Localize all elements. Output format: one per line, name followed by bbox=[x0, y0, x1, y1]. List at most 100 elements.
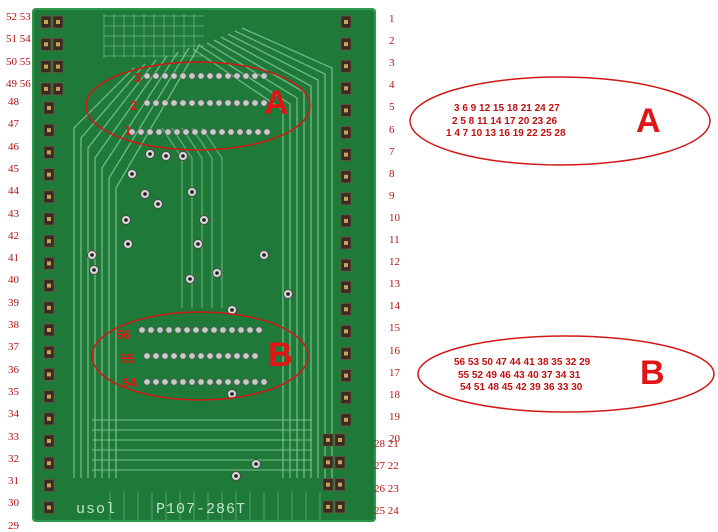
via-hole bbox=[196, 242, 200, 246]
pin-header bbox=[338, 482, 342, 487]
group-b-legend-ellipse bbox=[417, 335, 715, 413]
pin-label-left-pair: 52 53 bbox=[6, 11, 31, 23]
pin-header bbox=[344, 174, 348, 179]
group-b-board-letter: B bbox=[268, 336, 293, 374]
via-hole bbox=[188, 277, 192, 281]
solder-pad bbox=[215, 352, 223, 360]
solder-pad bbox=[219, 326, 227, 334]
solder-pad bbox=[251, 72, 259, 80]
pin-label-right: 11 bbox=[389, 234, 400, 246]
solder-pad bbox=[210, 326, 218, 334]
pin-label-left-pair: 51 54 bbox=[6, 33, 31, 46]
pin-label-right: 14 bbox=[389, 300, 400, 313]
solder-pad bbox=[201, 326, 209, 334]
via-hole bbox=[262, 253, 266, 257]
pin-label-left: 33 bbox=[8, 430, 19, 443]
group-b-row-label: 55 bbox=[120, 351, 135, 366]
solder-pad bbox=[188, 99, 196, 107]
pin-label-left: 46 bbox=[8, 140, 19, 153]
pin-header bbox=[47, 283, 51, 288]
pin-header bbox=[344, 42, 348, 47]
solder-pad bbox=[215, 378, 223, 386]
pin-label-right-pair: 27 22 bbox=[374, 460, 399, 473]
pin-header bbox=[344, 373, 348, 378]
pin-header bbox=[344, 241, 348, 245]
solder-pad bbox=[260, 72, 268, 80]
pin-label-left: 47 bbox=[8, 118, 19, 131]
pin-header bbox=[44, 20, 48, 24]
pin-header bbox=[56, 20, 60, 24]
solder-pad bbox=[233, 99, 241, 107]
pin-header bbox=[47, 261, 51, 266]
solder-pad bbox=[152, 99, 160, 107]
solder-pad bbox=[224, 99, 232, 107]
solder-pad bbox=[188, 378, 196, 386]
solder-pad bbox=[206, 99, 214, 107]
pin-label-right-pair: 25 24 bbox=[374, 504, 399, 517]
pin-header bbox=[338, 460, 342, 465]
pin-header bbox=[47, 172, 51, 177]
pin-label-right: 5 bbox=[389, 101, 395, 114]
pin-header bbox=[44, 64, 48, 69]
pin-label-left: 44 bbox=[8, 185, 19, 198]
solder-pad bbox=[197, 378, 205, 386]
pcb-trace bbox=[171, 127, 193, 308]
solder-pad bbox=[152, 72, 160, 80]
solder-pad bbox=[191, 128, 199, 136]
solder-pad bbox=[237, 326, 245, 334]
solder-pad bbox=[242, 72, 250, 80]
pin-label-left: 40 bbox=[8, 274, 19, 287]
solder-pad bbox=[170, 99, 178, 107]
solder-pad bbox=[251, 99, 259, 107]
solder-pad bbox=[242, 352, 250, 360]
group-b-row-label: 54 bbox=[122, 375, 137, 390]
pin-header bbox=[326, 504, 330, 509]
pin-header bbox=[47, 394, 51, 399]
pin-header bbox=[47, 505, 51, 510]
solder-pad bbox=[152, 378, 160, 386]
pin-label-left: 42 bbox=[8, 229, 19, 242]
solder-pad bbox=[143, 99, 151, 107]
solder-pad bbox=[227, 128, 235, 136]
pin-header bbox=[344, 130, 348, 135]
solder-pad bbox=[188, 352, 196, 360]
solder-pad bbox=[143, 352, 151, 360]
pin-header bbox=[47, 439, 51, 443]
solder-pad bbox=[260, 378, 268, 386]
board-edge bbox=[32, 8, 376, 522]
group-a-legend-line: 1 4 7 10 13 16 19 22 25 28 bbox=[446, 128, 566, 139]
pin-header bbox=[338, 438, 342, 442]
via-hole bbox=[130, 172, 134, 176]
solder-pad bbox=[233, 352, 241, 360]
pcb-traces bbox=[32, 8, 376, 522]
pin-label-left: 39 bbox=[8, 296, 19, 309]
pin-label-left: 38 bbox=[8, 319, 19, 331]
pin-label-right: 1 bbox=[389, 13, 395, 25]
solder-pad bbox=[218, 128, 226, 136]
pcb-trace bbox=[94, 55, 168, 478]
pin-label-left: 31 bbox=[8, 475, 19, 488]
solder-pad bbox=[173, 128, 181, 136]
solder-pad bbox=[224, 72, 232, 80]
pin-header bbox=[47, 305, 51, 310]
pin-header bbox=[47, 106, 51, 110]
solder-pad bbox=[161, 99, 169, 107]
solder-pad bbox=[182, 128, 190, 136]
solder-pad bbox=[179, 72, 187, 80]
pin-label-right: 4 bbox=[389, 79, 395, 92]
pcb-trace bbox=[115, 43, 201, 478]
solder-pad bbox=[156, 326, 164, 334]
via-hole bbox=[126, 242, 130, 246]
pin-label-right: 12 bbox=[389, 256, 400, 269]
pin-header bbox=[344, 108, 348, 113]
solder-pad bbox=[215, 72, 223, 80]
via-hole bbox=[202, 218, 206, 222]
pin-label-right: 6 bbox=[389, 123, 395, 136]
solder-pad bbox=[233, 378, 241, 386]
solder-pad bbox=[179, 352, 187, 360]
solder-pad bbox=[197, 72, 205, 80]
pcb-trace bbox=[192, 48, 284, 478]
group-a-legend-letter: A bbox=[636, 102, 661, 140]
pin-header bbox=[338, 504, 342, 509]
